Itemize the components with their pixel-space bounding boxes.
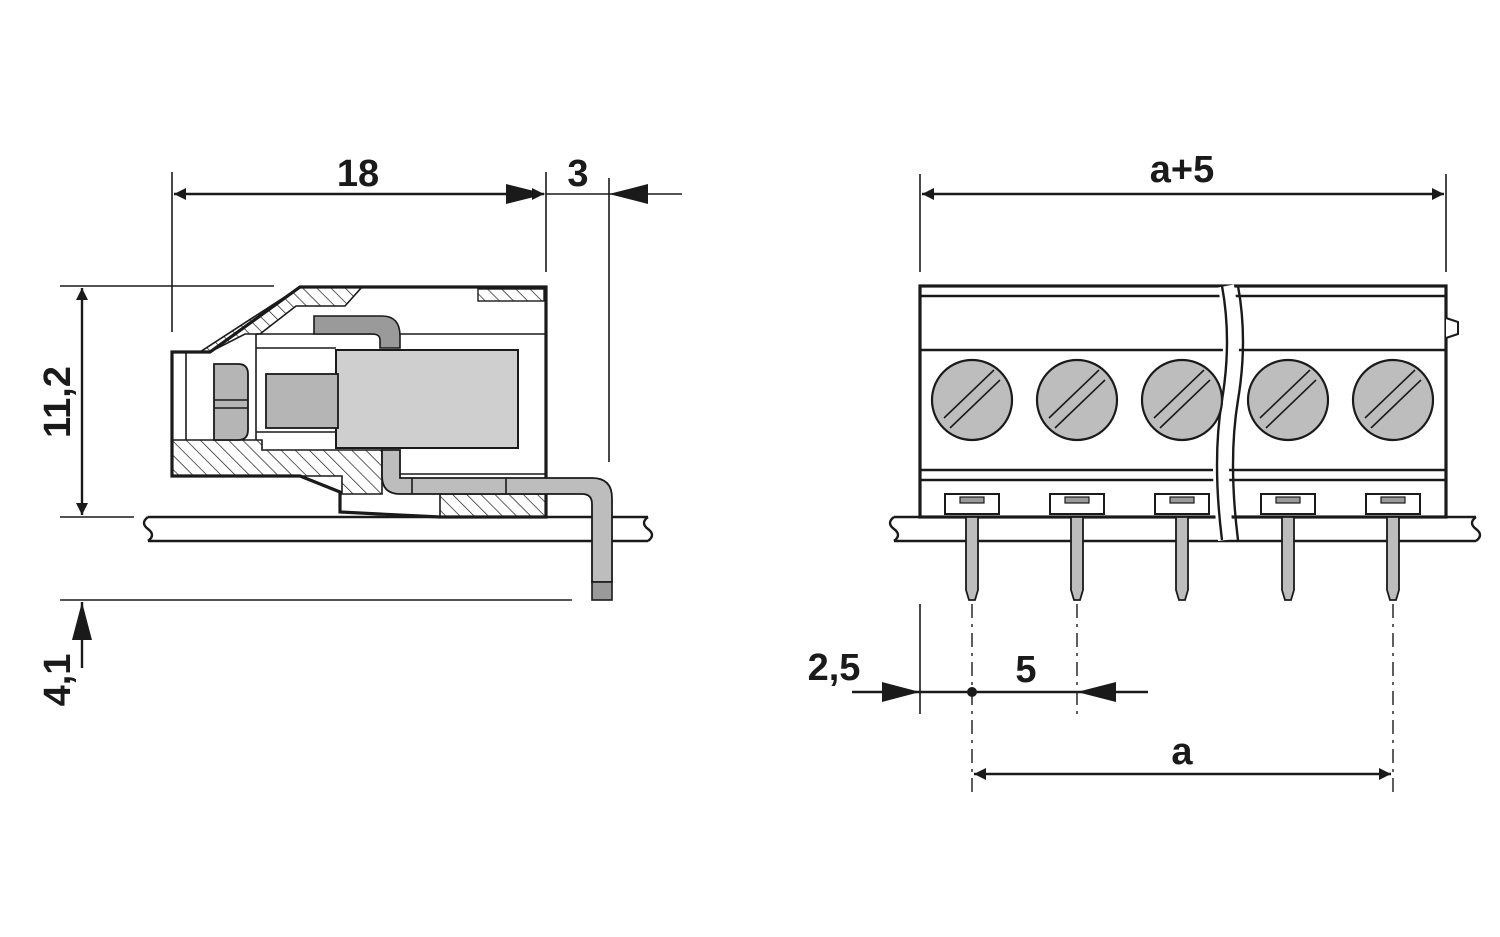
width-label: 18 [337,153,379,195]
screw-3 [1140,358,1224,442]
screw-4 [1246,358,1330,442]
height-label: 11,2 [37,366,79,438]
pin-2 [1049,493,1105,601]
dimension-height: 11,2 4,1 [37,285,572,707]
span-label: a [1171,731,1193,773]
pitch-label: 5 [1015,649,1036,691]
dimension-offset-3: 3 [506,153,682,462]
pin-3 [1154,493,1210,601]
pin-1 [944,493,1000,601]
screw-5 [1351,358,1435,442]
pin-centerlines [971,604,1394,796]
pin-row [944,493,1421,601]
dimension-pitch: 2,5 5 [808,604,1148,714]
dimension-span: a [974,731,1391,780]
screw-2 [1035,358,1119,442]
pin-length-label: 4,1 [37,654,79,707]
pin-5 [1365,493,1421,601]
screw-1 [930,358,1014,442]
dimension-total-width: a+5 [919,149,1447,272]
dimension-width-18: 18 [171,153,547,332]
screw-row [930,358,1435,442]
front-view: a+5 [808,149,1482,796]
total-width-label: a+5 [1150,149,1214,191]
clamp-parts-side [213,315,613,601]
pcb-side [142,515,654,543]
terminal-housing-side [170,285,548,519]
offset-label: 3 [567,153,588,195]
side-view: 18 3 11,2 4,1 [37,153,682,706]
pin-4 [1260,493,1316,601]
pin-offset-label: 2,5 [808,647,861,689]
